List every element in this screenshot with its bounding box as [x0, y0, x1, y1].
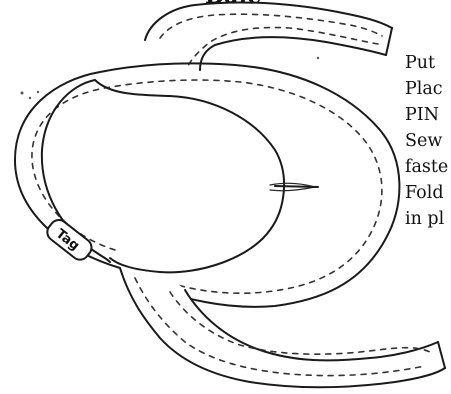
instruction-line: in pl: [405, 206, 451, 232]
top-strip: [145, 3, 392, 72]
instruction-list: Put Plac PIN Sew faste Fold in pl: [405, 50, 451, 232]
instruction-line: faste: [405, 154, 451, 180]
outer-oval: [15, 63, 399, 307]
instruction-line: Plac: [405, 76, 451, 102]
bottom-strip: [120, 268, 445, 387]
instruction-line: Sew: [405, 128, 451, 154]
instruction-line: Fold: [405, 180, 451, 206]
instruction-line: PIN: [405, 102, 451, 128]
tag-label-patch: Tag: [44, 216, 95, 263]
instruction-line: Put: [405, 50, 451, 76]
